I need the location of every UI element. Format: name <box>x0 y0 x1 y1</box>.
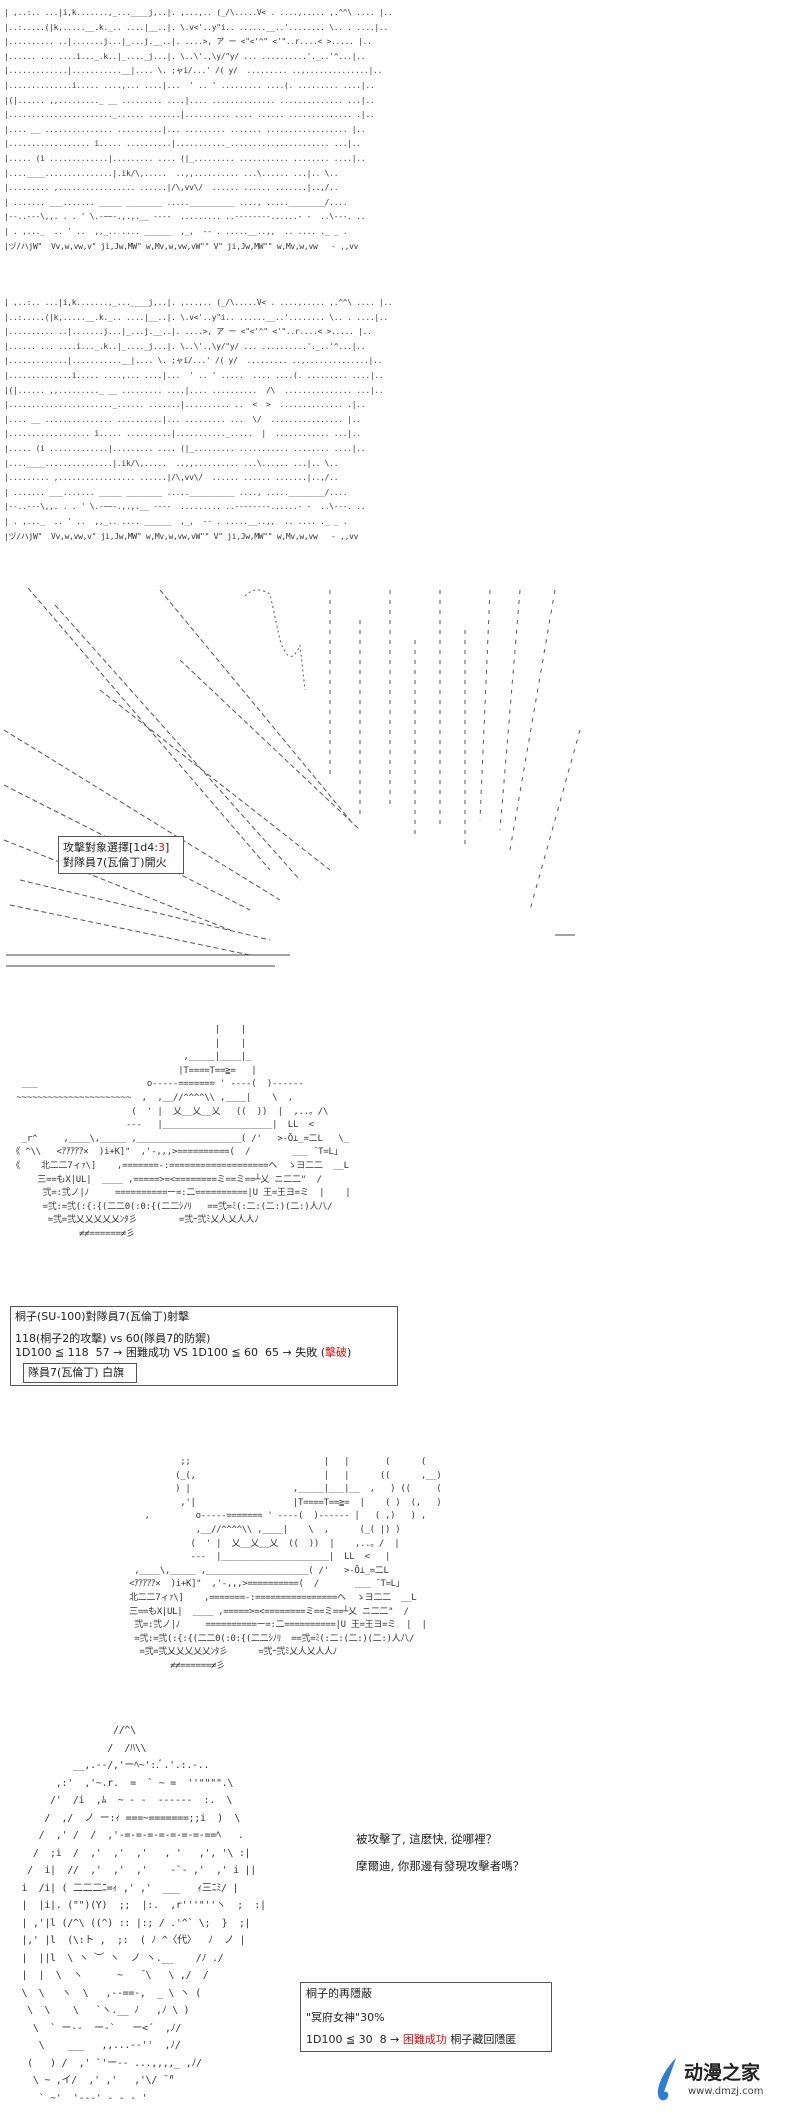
shot-roll-red: 擊破 <box>325 1346 348 1359</box>
shot-title: 桐子(SU-100)對隊員7(瓦倫丁)射擊 <box>15 1310 190 1323</box>
white-flag-box: 隊員7(瓦倫丁) 白旗 <box>23 1363 137 1383</box>
brush-logo-icon <box>657 2058 676 2101</box>
girl-character-art: //^\ / /ﾊ\\ __,.--/,'ーﾍ~':.ﾞ.'.:.-.. ,:'… <box>21 1725 266 2104</box>
watermark-brand: 动漫之家 <box>684 2062 761 2084</box>
ascii-forest-panel-2: | ,..:.. ...|i,k.......,_...____j,..|. ,… <box>4 298 393 541</box>
rehide-title: 桐子的再隱蔽 <box>306 1987 372 2000</box>
watermark-url: www.dmzj.com <box>688 2086 764 2097</box>
dialogue-line-1: 被攻擊了, 這麽快, 從哪裡？ <box>356 1832 498 1846</box>
tank-smoking-art: ;; | | ( ( (_(, | | (( ,__) ) | ,_____|_… <box>129 1457 442 1671</box>
site-watermark: 动漫之家 www.dmzj.com <box>650 2052 796 2108</box>
shot-stats: 118(桐子2的攻擊) vs 60(隊員7的防禦) <box>15 1332 211 1345</box>
rehide-skill: "冥府女神"30% <box>306 2011 385 2024</box>
shot-result-box: 桐子(SU-100)對隊員7(瓦倫丁)射擊 118(桐子2的攻擊) vs 60(… <box>10 1306 398 1386</box>
target-fire-line: 對隊員7(瓦倫丁)開火 <box>63 856 167 869</box>
shot-roll: 1D100 ≦ 118 57 → 困難成功 VS 1D100 ≦ 60 65 →… <box>15 1346 352 1359</box>
rehide-roll-red: 困難成功 <box>402 2033 447 2046</box>
target-roll-line: 攻擊對象選擇[1d4:3] <box>63 841 170 854</box>
rehide-roll: 1D100 ≦ 30 8 → 困難成功 桐子藏回隱匿 <box>306 2033 517 2046</box>
white-flag-text: 隊員7(瓦倫丁) 白旗 <box>28 1366 125 1379</box>
target-roll-value: 3 <box>157 841 165 854</box>
speed-lines-art <box>3 587 581 967</box>
tank-firing-art: | | | | ,_____|____|_ |T====T==≧= | ___ … <box>11 1025 351 1239</box>
ascii-forest-panel-1: | ,..:.. ...|i,k.......,_...____j,..|. ,… <box>4 8 393 251</box>
dialogue-line-2: 摩爾迪, 你那邊有發現攻擊者嗎？ <box>356 1859 525 1873</box>
target-selection-box: 攻擊對象選擇[1d4:3] 對隊員7(瓦倫丁)開火 <box>58 836 184 874</box>
rehide-box: 桐子的再隱蔽 "冥府女神"30% 1D100 ≦ 30 8 → 困難成功 桐子藏… <box>300 1982 552 2052</box>
